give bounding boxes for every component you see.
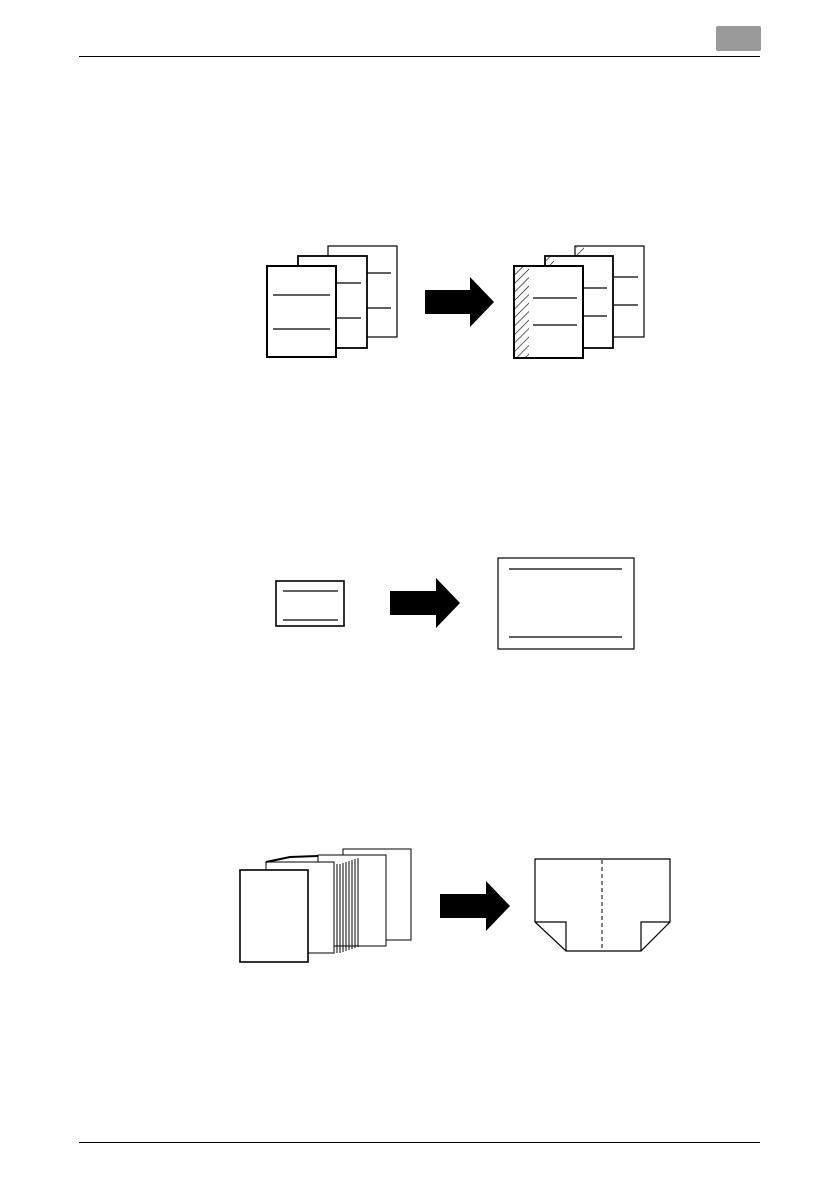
enlarged-copy <box>498 558 634 649</box>
enlargement-figure <box>276 558 634 649</box>
original-sheets <box>267 246 397 357</box>
arrow-right-icon <box>440 881 510 931</box>
binding-margin-figure <box>267 246 644 358</box>
footer-rule <box>79 1142 760 1143</box>
sheet-stack <box>240 849 411 962</box>
shifted-sheets <box>514 246 644 358</box>
arrow-right-icon <box>425 277 494 327</box>
small-original <box>276 581 344 626</box>
booklet-fold-figure <box>240 849 670 962</box>
folded-booklet <box>535 859 670 951</box>
arrow-right-icon <box>390 578 460 628</box>
